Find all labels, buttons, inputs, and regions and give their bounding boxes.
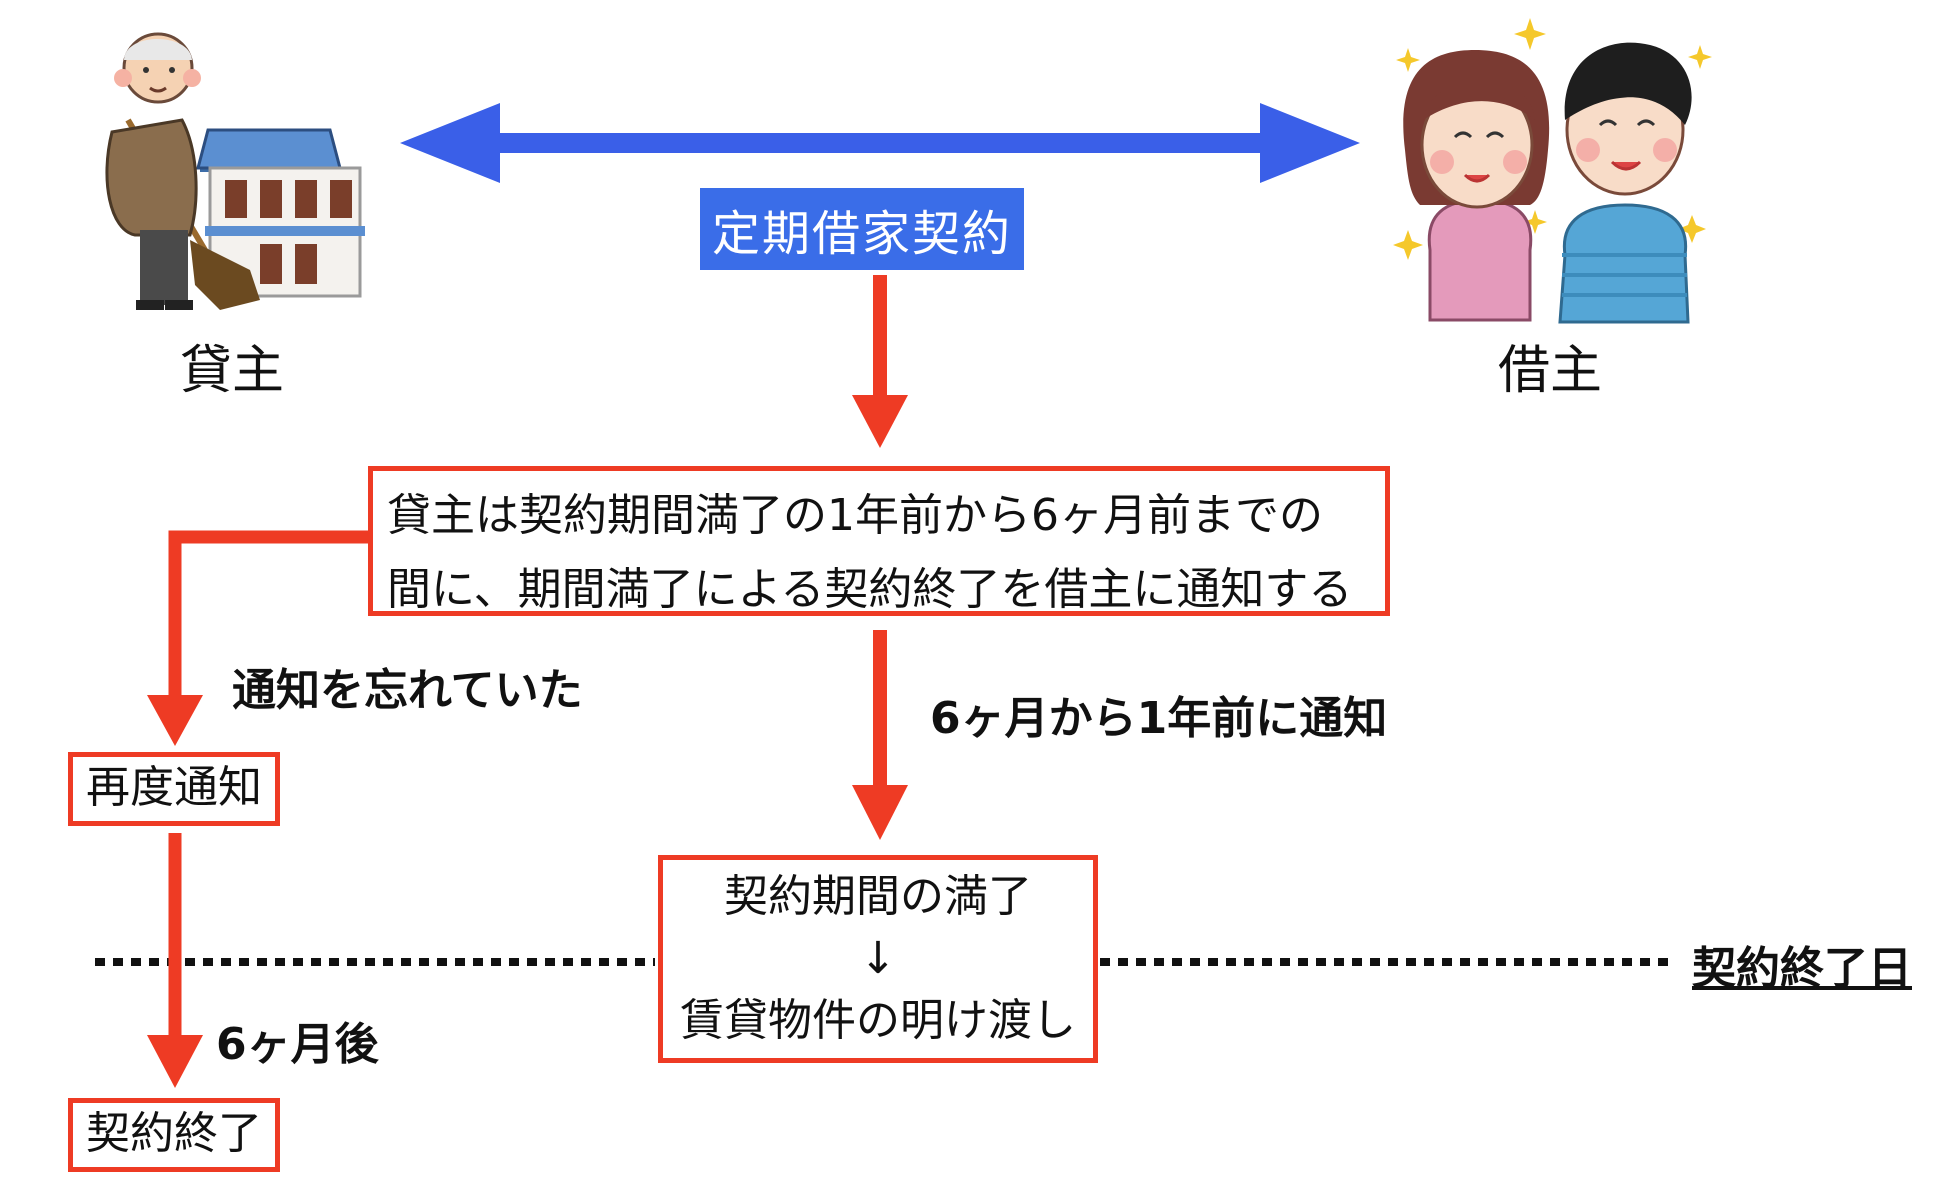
arrow-contract-to-notice	[852, 275, 908, 448]
landlord-label: 貸主	[179, 341, 284, 401]
arrow-reminder-to-end	[147, 833, 203, 1088]
smiling-couple-icon	[1393, 18, 1712, 324]
contract-type-badge: 定期借家契約	[700, 188, 1025, 270]
expiry-line-1: 契約期間の満了	[724, 871, 1032, 922]
notified-label: 6ヶ月から1年前に通知	[930, 693, 1388, 744]
reminder-text: 再度通知	[86, 762, 262, 813]
expiry-down-arrow: ↓	[859, 933, 897, 984]
expiry-line-2: 賃貸物件の明け渡し	[680, 995, 1076, 1046]
contract-end-text: 契約終了	[86, 1108, 262, 1159]
forgot-notice-label: 通知を忘れていた	[232, 665, 583, 716]
arrow-notice-to-reminder	[147, 530, 368, 746]
expiry-box: 契約期間の満了 ↓ 賃貸物件の明け渡し	[658, 855, 1098, 1063]
six-months-later-label: 6ヶ月後	[216, 1019, 379, 1070]
tenant-label: 借主	[1497, 341, 1602, 401]
arrow-notice-to-expiry	[852, 630, 908, 840]
reminder-box: 再度通知	[68, 752, 280, 826]
blue-double-arrow	[400, 103, 1360, 183]
end-date-label: 契約終了日	[1692, 943, 1912, 994]
notice-line-1: 貸主は契約期間満了の1年前から6ヶ月前までの	[387, 490, 1323, 541]
contract-end-box: 契約終了	[68, 1098, 280, 1172]
notice-box: 貸主は契約期間満了の1年前から6ヶ月前までの 間に、期間満了による契約終了を借主…	[368, 466, 1390, 616]
landlord-with-broom-and-house-icon	[105, 32, 365, 310]
notice-line-2: 間に、期間満了による契約終了を借主に通知する	[387, 564, 1353, 615]
